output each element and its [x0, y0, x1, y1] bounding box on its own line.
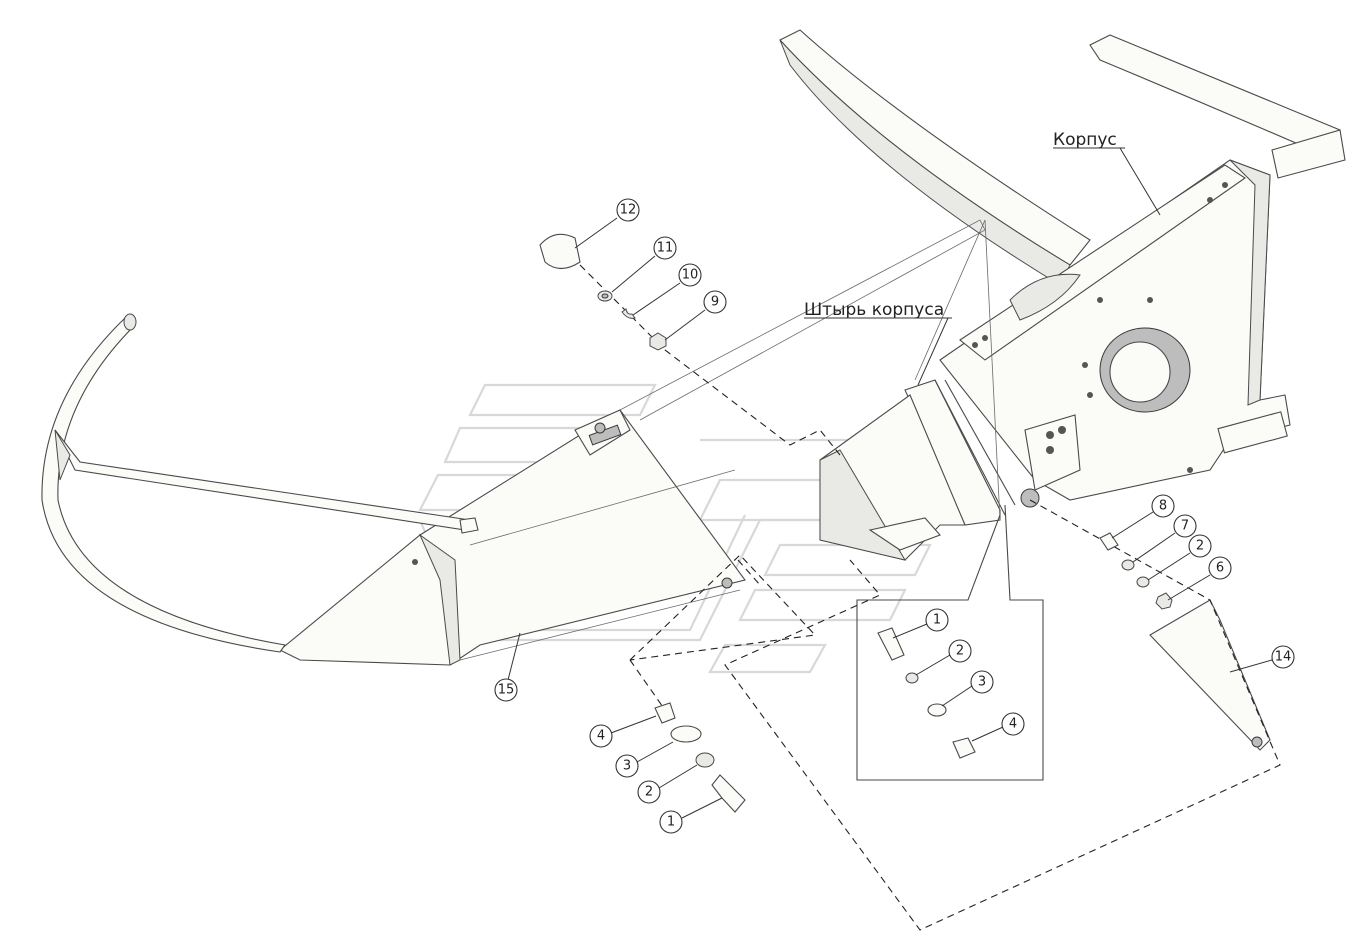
- callout-3-left: 3: [615, 741, 674, 778]
- bracket-14: [1149, 599, 1271, 751]
- svg-text:1: 1: [667, 815, 675, 830]
- svg-text:3: 3: [978, 675, 986, 690]
- body-pin-bracket: [819, 219, 1016, 561]
- callout-2-right: 2: [1147, 534, 1212, 581]
- svg-text:15: 15: [498, 683, 515, 698]
- callout-2-inset: 2: [915, 639, 972, 676]
- callout-7: 7: [1132, 514, 1197, 563]
- callout-15: 15: [494, 632, 521, 702]
- callout-11: 11: [611, 236, 677, 293]
- svg-text:3: 3: [623, 759, 631, 774]
- label-shtyr-korpusa: Штырь корпуса: [804, 300, 944, 320]
- callout-14: 14: [1229, 645, 1295, 673]
- svg-text:14: 14: [1275, 650, 1292, 665]
- callout-3-inset: 3: [941, 670, 994, 707]
- svg-text:4: 4: [597, 729, 605, 744]
- callout-4-left: 4: [589, 715, 657, 748]
- callout-1-left: 1: [659, 797, 723, 834]
- callout-2-left: 2: [637, 764, 698, 804]
- svg-text:6: 6: [1216, 561, 1224, 576]
- callout-9: 9: [664, 290, 727, 341]
- callout-8: 8: [1111, 494, 1175, 539]
- hardware-right: [1099, 532, 1173, 610]
- callout-10: 10: [632, 263, 702, 316]
- upper-beam: [779, 29, 1346, 286]
- main-body-korpus: [939, 159, 1291, 508]
- assembly-dashed-lines: [579, 264, 1281, 931]
- callout-1-inset: 1: [892, 608, 949, 639]
- cap-12: [539, 233, 581, 270]
- hardware-top: [539, 233, 667, 351]
- svg-text:2: 2: [1196, 539, 1204, 554]
- svg-text:2: 2: [956, 644, 964, 659]
- mount-plate-15: [278, 219, 986, 666]
- hardware-bottom-left: [654, 702, 746, 813]
- reel-arm: [41, 313, 479, 653]
- svg-text:8: 8: [1159, 499, 1167, 514]
- svg-text:1: 1: [933, 613, 941, 628]
- label-korpus-group: Корпус: [1053, 130, 1161, 216]
- callout-6: 6: [1167, 556, 1232, 601]
- label-shtyr-group: Штырь корпуса: [804, 300, 952, 386]
- svg-text:10: 10: [682, 268, 699, 283]
- callout-4-inset: 4: [971, 712, 1025, 742]
- callout-12: 12: [574, 198, 640, 249]
- svg-text:4: 4: [1009, 717, 1017, 732]
- svg-text:2: 2: [645, 785, 653, 800]
- label-korpus: Корпус: [1053, 130, 1117, 150]
- svg-text:7: 7: [1181, 519, 1189, 534]
- svg-text:11: 11: [657, 241, 674, 256]
- hardware-inset: [877, 627, 976, 759]
- detail-inset-frame: [856, 504, 1044, 781]
- svg-text:12: 12: [620, 203, 637, 218]
- svg-text:9: 9: [711, 295, 719, 310]
